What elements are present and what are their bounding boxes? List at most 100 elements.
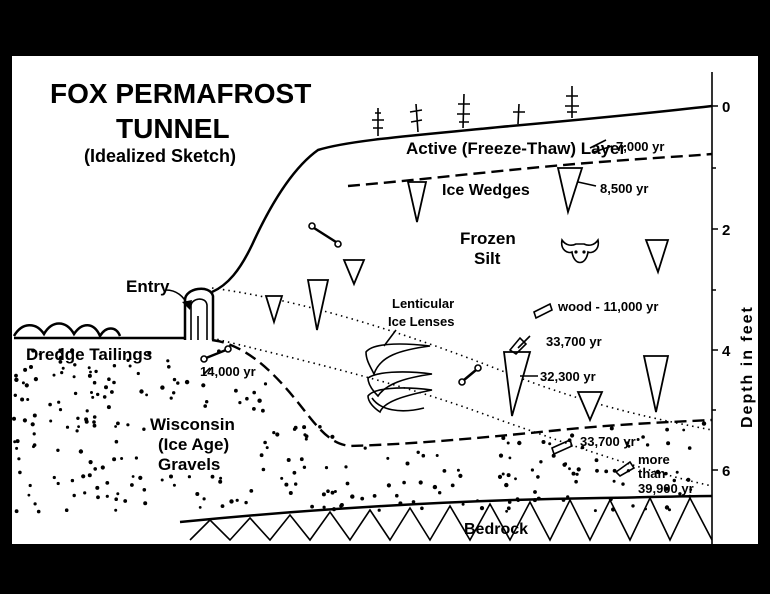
gravel-dot — [17, 457, 20, 460]
gravel-dot — [14, 374, 18, 378]
gravel-dot — [542, 440, 546, 444]
gravel-dot — [95, 486, 99, 490]
gravel-dot — [360, 497, 364, 501]
bone-icon — [201, 346, 231, 362]
gravel-dot — [294, 426, 298, 430]
tunnel-entry — [185, 289, 213, 340]
gravel-dot — [85, 420, 89, 424]
gravel-dot — [457, 469, 460, 472]
gravel-dot — [25, 383, 29, 387]
gravel-dot — [284, 483, 288, 487]
wood-icon — [534, 304, 552, 318]
ice-wedge — [344, 260, 364, 284]
age-32300: 32,300 yr — [540, 369, 596, 384]
age-14000: 14,000 yr — [200, 364, 256, 379]
gravel-dot — [502, 473, 505, 476]
gravel-dot — [57, 482, 60, 485]
gravel-dot — [203, 404, 207, 408]
gravel-dot — [422, 454, 426, 458]
gravel-dot — [59, 408, 62, 411]
gravel-dot — [303, 433, 306, 436]
gravel-dot — [89, 371, 92, 374]
gravel-dot — [172, 391, 175, 394]
ice-wedge — [646, 240, 668, 272]
gravel-dot — [417, 451, 420, 454]
age-more-2: than — [638, 466, 666, 481]
gravel-dot — [115, 440, 119, 444]
gravel-dot — [303, 466, 306, 469]
gravel-dot — [22, 381, 25, 384]
gravel-dot — [318, 425, 322, 429]
gravel-dot — [252, 391, 256, 395]
gravel-dot — [594, 509, 597, 512]
gravel-dot — [302, 425, 306, 429]
gravel-dot — [604, 470, 608, 474]
gravel-dot — [364, 447, 367, 450]
gravel-dot — [293, 471, 297, 475]
gravel-dot — [143, 501, 147, 505]
gravel-dot — [73, 494, 76, 497]
silt-seam-lower — [212, 338, 712, 486]
gravel-dot — [132, 475, 135, 478]
gravel-dot — [89, 460, 93, 464]
gravel-dot — [173, 484, 176, 487]
gravel-dot — [116, 422, 120, 426]
gravel-dot — [71, 479, 74, 482]
gravel-dot — [261, 409, 265, 413]
depth-axis-label: Depth in feet — [739, 305, 756, 428]
gravel-dot — [331, 491, 335, 495]
age-7000: 7,000 yr — [616, 139, 664, 154]
gravel-dot — [14, 378, 18, 382]
gravel-dot — [74, 392, 77, 395]
gravel-dot — [188, 475, 191, 478]
gravel-dot — [93, 467, 97, 471]
gravel-dot — [458, 474, 462, 478]
gravel-dot — [23, 368, 27, 372]
gravel-dot — [138, 476, 142, 480]
gravel-dot — [238, 401, 241, 404]
gravel-dot — [568, 467, 571, 470]
gravel-dot — [23, 418, 27, 422]
label-entry: Entry — [126, 277, 170, 296]
gravel-dot — [350, 494, 354, 498]
gravel-dot — [176, 381, 179, 384]
label-wisconsin-1: Wisconsin — [150, 415, 235, 434]
gravel-dot — [53, 374, 56, 377]
gravel-dot — [79, 449, 83, 453]
gravel-dot — [90, 391, 93, 394]
bison-skull-icon — [562, 240, 599, 263]
gravel-dot — [114, 425, 117, 428]
gravel-dot — [637, 438, 640, 441]
label-ice-wedges: Ice Wedges — [442, 182, 530, 199]
gravel-dot — [81, 474, 85, 478]
gravel-dot — [112, 381, 116, 385]
gravel-dot — [572, 472, 576, 476]
gravel-dot — [211, 475, 215, 479]
label-lenticular-2: Ice Lenses — [388, 314, 455, 329]
gravel-dot — [252, 407, 256, 411]
gravel-dot — [14, 394, 17, 397]
gravel-dot — [161, 479, 164, 482]
gravel-dot — [514, 477, 517, 480]
gravel-dot — [275, 432, 279, 436]
gravel-dot — [20, 398, 24, 402]
gravel-dot — [344, 465, 347, 468]
ice-wedge — [308, 280, 328, 330]
gravel-dot — [263, 441, 267, 445]
gravel-dot — [12, 417, 16, 421]
gravel-dot — [539, 460, 542, 463]
gravel-dot — [221, 504, 225, 508]
gravel-dot — [29, 365, 33, 369]
gravel-dot — [195, 492, 199, 496]
gravel-dots — [12, 348, 706, 513]
gravel-dot — [145, 394, 148, 397]
gravel-dot — [509, 457, 512, 460]
gravel-dot — [234, 389, 238, 393]
gravel-dot — [462, 503, 465, 506]
gravel-dot — [287, 458, 291, 462]
ice-lenses — [366, 344, 432, 412]
gravel-dot — [15, 447, 18, 450]
gravel-dot — [91, 396, 94, 399]
gravel-dot — [257, 399, 261, 403]
depth-tick-2: 2 — [722, 222, 730, 239]
